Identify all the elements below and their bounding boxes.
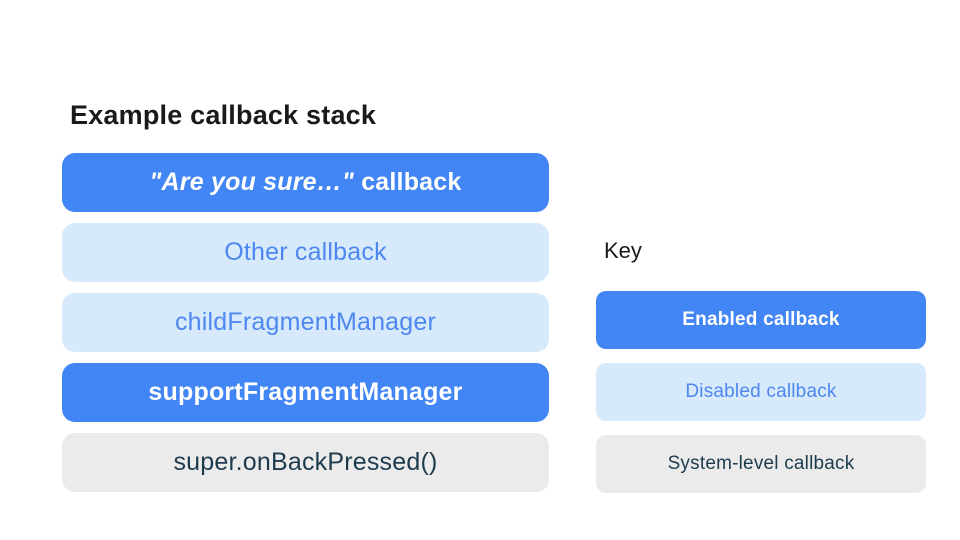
stack-title: Example callback stack: [70, 100, 377, 130]
stack-card-label-suffix: callback: [354, 168, 462, 196]
key-card-disabled-callback: Disabled callback: [596, 363, 926, 421]
key-card-enabled-callback: Enabled callback: [596, 291, 926, 349]
key-card-system-level-callback: System-level callback: [596, 435, 926, 493]
stack-card-label-quoted: "Are you sure…": [149, 168, 355, 196]
key-legend: Key Enabled callback Disabled callback S…: [596, 238, 926, 507]
stack-card-support-fragment-manager: supportFragmentManager: [62, 363, 549, 422]
stack-card-child-fragment-manager: childFragmentManager: [62, 293, 549, 352]
stack-card-super-on-back-pressed: super.onBackPressed(): [62, 433, 549, 492]
callback-stack: "Are you sure…" callback Other callback …: [62, 153, 549, 503]
stack-card-are-you-sure-callback: "Are you sure…" callback: [62, 153, 549, 212]
stack-card-other-callback: Other callback: [62, 223, 549, 282]
key-title: Key: [604, 238, 642, 263]
